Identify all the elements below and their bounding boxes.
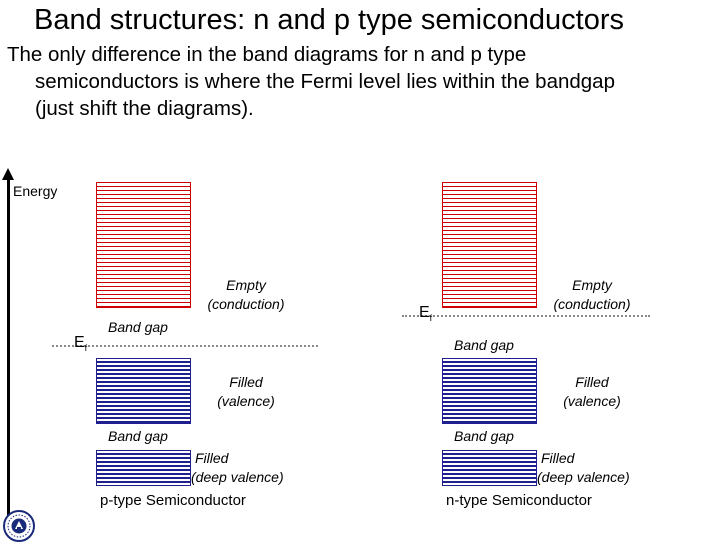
n-deep-valence-band xyxy=(442,450,537,486)
p-deep-valence-label: Filled (deep valence) xyxy=(191,450,284,485)
energy-axis-label: Energy xyxy=(13,183,58,199)
slide-title: Band structures: n and p type semiconduc… xyxy=(34,4,624,36)
n-empty-label: Empty (conduction) xyxy=(553,277,631,312)
slide-body-text: The only difference in the band diagrams… xyxy=(7,41,722,122)
p-fermi-level-line xyxy=(52,345,318,347)
p-valence-band xyxy=(96,358,191,424)
n-valence-band xyxy=(442,358,537,424)
p-filled-label: Filled (valence) xyxy=(217,374,275,409)
n-type-caption: n-type Semiconductor xyxy=(446,492,592,509)
p-fermi-level-label: Ef xyxy=(74,334,88,354)
n-conduction-band xyxy=(442,182,537,308)
body-line-3: (just shift the diagrams). xyxy=(35,97,254,120)
n-band-gap-upper-label: Band gap xyxy=(454,337,514,353)
p-band-gap-upper-label: Band gap xyxy=(108,319,168,335)
p-band-gap-lower-label: Band gap xyxy=(108,428,168,444)
n-fermi-level-line xyxy=(402,315,650,317)
energy-axis-arrowhead xyxy=(2,168,14,180)
n-deep-valence-label: Filled (deep valence) xyxy=(537,450,630,485)
university-seal-icon xyxy=(3,510,35,542)
p-type-caption: p-type Semiconductor xyxy=(100,492,246,509)
energy-axis xyxy=(7,176,10,521)
p-conduction-band xyxy=(96,182,191,308)
p-empty-label: Empty (conduction) xyxy=(207,277,285,312)
n-filled-label: Filled (valence) xyxy=(563,374,621,409)
body-line-1: The only difference in the band diagrams… xyxy=(7,43,527,66)
body-line-2: semiconductors is where the Fermi level … xyxy=(35,70,615,93)
n-fermi-level-label: Ef xyxy=(419,304,433,324)
p-deep-valence-band xyxy=(96,450,191,486)
n-band-gap-lower-label: Band gap xyxy=(454,428,514,444)
